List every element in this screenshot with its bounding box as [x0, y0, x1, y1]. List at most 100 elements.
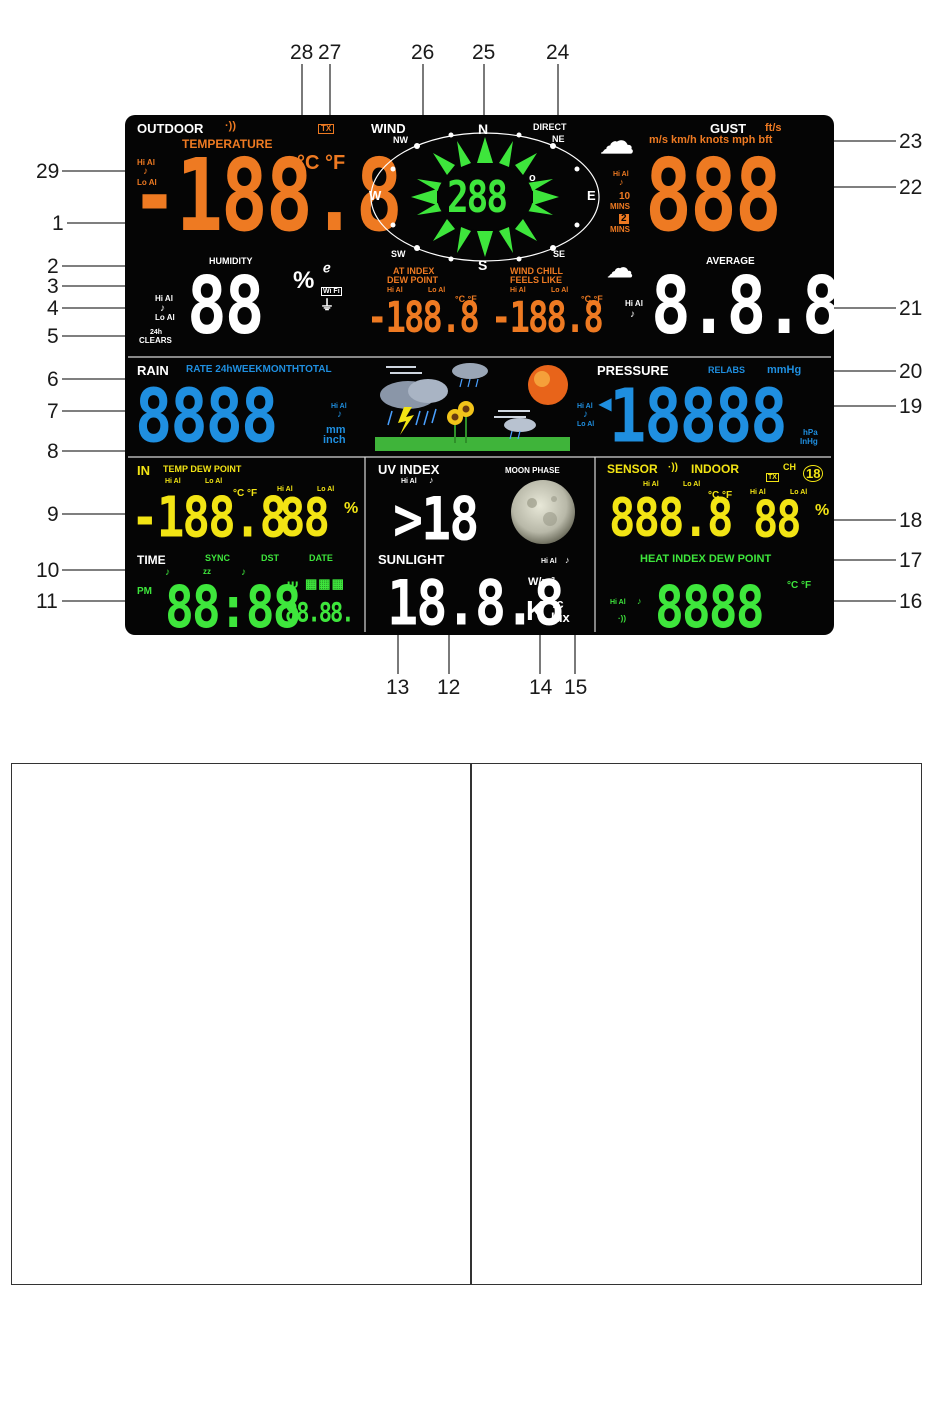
sensor-units: °C °F	[708, 490, 733, 501]
alarm-bell-icon: ♪	[143, 166, 148, 177]
forecast-wind-lines	[386, 366, 530, 418]
rain-hi-al: Hi Al	[331, 403, 347, 410]
pressure-mmhg: mmHg	[767, 364, 802, 376]
weather-forecast-icon	[375, 363, 570, 451]
gust-10: 10	[619, 191, 631, 202]
sub-left-lo-al: Lo Al	[428, 287, 446, 294]
average-cloud-icon: ☁	[607, 253, 633, 283]
time-snooze-icon: zz	[203, 567, 211, 576]
pressure-relabs: RELABS	[708, 365, 746, 375]
gust-title: GUST	[710, 121, 747, 136]
gust-mins: MINS	[610, 202, 630, 211]
average-label: AVERAGE	[706, 256, 755, 267]
time-alarm-icon: ♪	[165, 567, 170, 578]
callout-5: 5	[47, 325, 59, 348]
callout-17: 17	[899, 549, 923, 572]
gust-units: m/s km/h knots mph bft	[649, 134, 773, 146]
indoor-hi-al: Hi Al	[165, 478, 181, 485]
clears-24h: 24h	[150, 329, 163, 336]
humidity-hi-al: Hi Al	[155, 294, 173, 303]
sunlight-bell-icon: ♪	[565, 555, 570, 565]
panel-dividers	[128, 356, 831, 632]
callout-2: 2	[47, 255, 59, 278]
heat-dew-label: HEAT INDEX DEW POINT	[640, 553, 772, 565]
callout-29: 29	[36, 160, 60, 183]
gust-hi-al: Hi Al	[613, 171, 629, 178]
rain-modes: RATE 24hWEEKMONTHTOTAL	[186, 364, 332, 375]
wind-chill-label: WIND CHILL	[510, 266, 563, 276]
indoor-in-label: IN	[137, 463, 150, 478]
wind-direction-value: 288	[447, 173, 508, 223]
wireless-icon: ·))	[225, 120, 236, 132]
time-alarm2-icon: ♪	[241, 567, 246, 578]
sub-right-units: °C °F	[581, 294, 603, 304]
lcd-display: OUTDOOR ·)) TEMPERATURE TX °C °F Hi Al ♪…	[125, 115, 834, 635]
compass-e: E	[587, 188, 596, 203]
wind-compass	[370, 132, 600, 262]
outdoor-title: OUTDOOR	[137, 121, 204, 136]
callout-10: 10	[36, 559, 60, 582]
time-sync: SYNC	[205, 553, 231, 563]
gust-cloud-icon: ☁	[600, 123, 634, 161]
callout-11: 11	[36, 590, 58, 613]
time-dst: DST	[261, 553, 279, 563]
average-hi-al: Hi Al	[625, 299, 643, 308]
average-value: 8.8.8	[651, 259, 834, 353]
sunlight-value: 18.8.8	[387, 568, 565, 635]
time-pm: PM	[137, 586, 152, 597]
compass-w: W	[369, 188, 382, 203]
rain-title: RAIN	[137, 363, 169, 378]
callout-26: 26	[411, 41, 435, 64]
gust-ftps: ft/s	[765, 122, 782, 134]
compass-center	[437, 163, 533, 231]
callout-16: 16	[899, 590, 923, 613]
forecast-storm-cloud	[380, 379, 448, 435]
sub-left-units: °C °F	[455, 294, 477, 304]
sunlight-title: SUNLIGHT	[378, 552, 445, 567]
pressure-bell-icon: ♪	[583, 409, 588, 420]
indoor-hum-hi-al: Hi Al	[277, 486, 293, 493]
battery-tx-icon: TX	[318, 124, 335, 134]
callout-18: 18	[899, 509, 923, 532]
dew-point-label: DEW POINT	[387, 275, 438, 285]
sunlight-lux: lux	[551, 610, 570, 625]
pressure-inhg: InHg	[800, 437, 818, 446]
callout-14: 14	[529, 676, 553, 699]
callout-15: 15	[564, 676, 588, 699]
outdoor-temp-value: -188.8	[131, 139, 403, 255]
callout-3: 3	[47, 275, 59, 298]
dew-point-value: -188.8	[367, 293, 480, 344]
uv-value: >18	[393, 484, 479, 554]
rain-bell-icon: ♪	[337, 409, 342, 420]
forecast-rain-cloud	[452, 363, 488, 388]
sunlight-k: K	[526, 595, 547, 626]
compass-sw: SW	[391, 249, 406, 259]
sensor-title: SENSOR	[607, 462, 658, 476]
pressure-title: PRESSURE	[597, 363, 669, 378]
callout-9: 9	[47, 503, 59, 526]
compass-n: N	[478, 121, 489, 137]
callout-13: 13	[386, 676, 410, 699]
feels-like-value: -188.8	[491, 293, 604, 344]
pressure-lo-al: Lo Al	[577, 421, 595, 428]
callout-21: 21	[899, 297, 923, 320]
sensor-indoor: INDOOR	[691, 462, 739, 476]
forecast-sun	[528, 365, 568, 405]
sensor-lo-al: Lo Al	[683, 481, 701, 488]
sunlight-hi-al: Hi Al	[541, 558, 557, 565]
callout-7: 7	[47, 400, 59, 423]
sub-left-hi-al: Hi Al	[387, 287, 403, 294]
uv-bell-icon: ♪	[429, 475, 434, 485]
pressure-trend-arrow: ◀	[599, 396, 612, 413]
callout-25: 25	[472, 41, 496, 64]
rain-value: 8888	[135, 371, 278, 460]
sensor-hum-hi-al: Hi Al	[750, 489, 766, 496]
callout-12: 12	[437, 676, 461, 699]
pressure-value: 18888	[609, 371, 788, 460]
forecast-ground	[375, 437, 570, 451]
moon-phase-label: MOON PHASE	[505, 466, 560, 475]
sensor-humidity-value: 88	[753, 490, 802, 549]
callout-24: 24	[546, 41, 570, 64]
outdoor-hi-al: Hi Al	[137, 158, 155, 167]
heat-dew-units: °C °F	[787, 580, 812, 591]
